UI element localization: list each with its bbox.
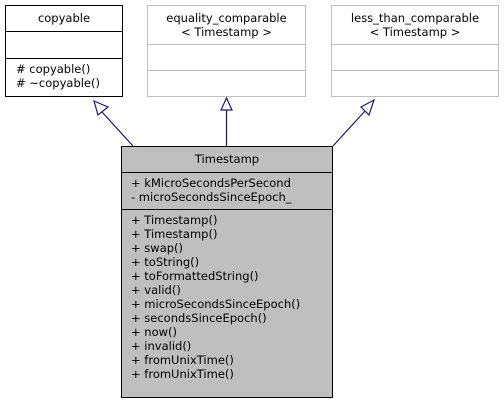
method-item: + valid()	[131, 283, 181, 297]
method-item: + toString()	[131, 255, 199, 269]
method-item: + toFormattedString()	[131, 269, 259, 283]
method-item: + fromUnixTime()	[131, 353, 234, 367]
class-box-copyable	[5, 5, 123, 97]
class-template-args: < Timestamp >	[370, 25, 461, 39]
class-box-equality-comparable	[147, 5, 306, 97]
method-item: + microSecondsSinceEpoch()	[131, 297, 300, 311]
class-equality-comparable[interactable]: equality_comparable < Timestamp >	[147, 5, 306, 97]
method-item: + secondsSinceEpoch()	[131, 311, 267, 325]
class-copyable[interactable]: copyable # copyable() # ~copyable()	[5, 5, 123, 97]
class-less-than-comparable[interactable]: less_than_comparable < Timestamp >	[331, 5, 499, 97]
inheritance-edges	[93, 96, 376, 147]
class-name: copyable	[38, 11, 90, 25]
class-name: less_than_comparable	[351, 11, 479, 25]
class-box-less-than-comparable	[331, 5, 499, 97]
method-item: + fromUnixTime()	[131, 367, 234, 381]
class-name: equality_comparable	[166, 11, 286, 25]
class-name: Timestamp	[194, 152, 259, 166]
method-item: + Timestamp()	[131, 227, 217, 241]
inheritance-arrowhead	[360, 98, 376, 117]
method-item: + now()	[131, 325, 177, 339]
class-timestamp[interactable]: Timestamp + kMicroSecondsPerSecond - mic…	[121, 146, 333, 398]
edge-timestamp-less-than-comparable	[332, 110, 366, 147]
inheritance-arrowhead	[93, 99, 110, 117]
edge-timestamp-copyable	[101, 111, 134, 147]
class-template-args: < Timestamp >	[181, 25, 272, 39]
method-item: # copyable()	[16, 62, 90, 76]
method-item: + invalid()	[131, 339, 191, 353]
attribute-item: + kMicroSecondsPerSecond	[131, 176, 291, 190]
attribute-item: - microSecondsSinceEpoch_	[131, 190, 292, 204]
method-item: + swap()	[131, 241, 183, 255]
inheritance-arrowhead	[220, 96, 233, 111]
method-item: + Timestamp()	[131, 213, 217, 227]
method-item: # ~copyable()	[16, 76, 100, 90]
class-box-timestamp	[121, 146, 333, 398]
